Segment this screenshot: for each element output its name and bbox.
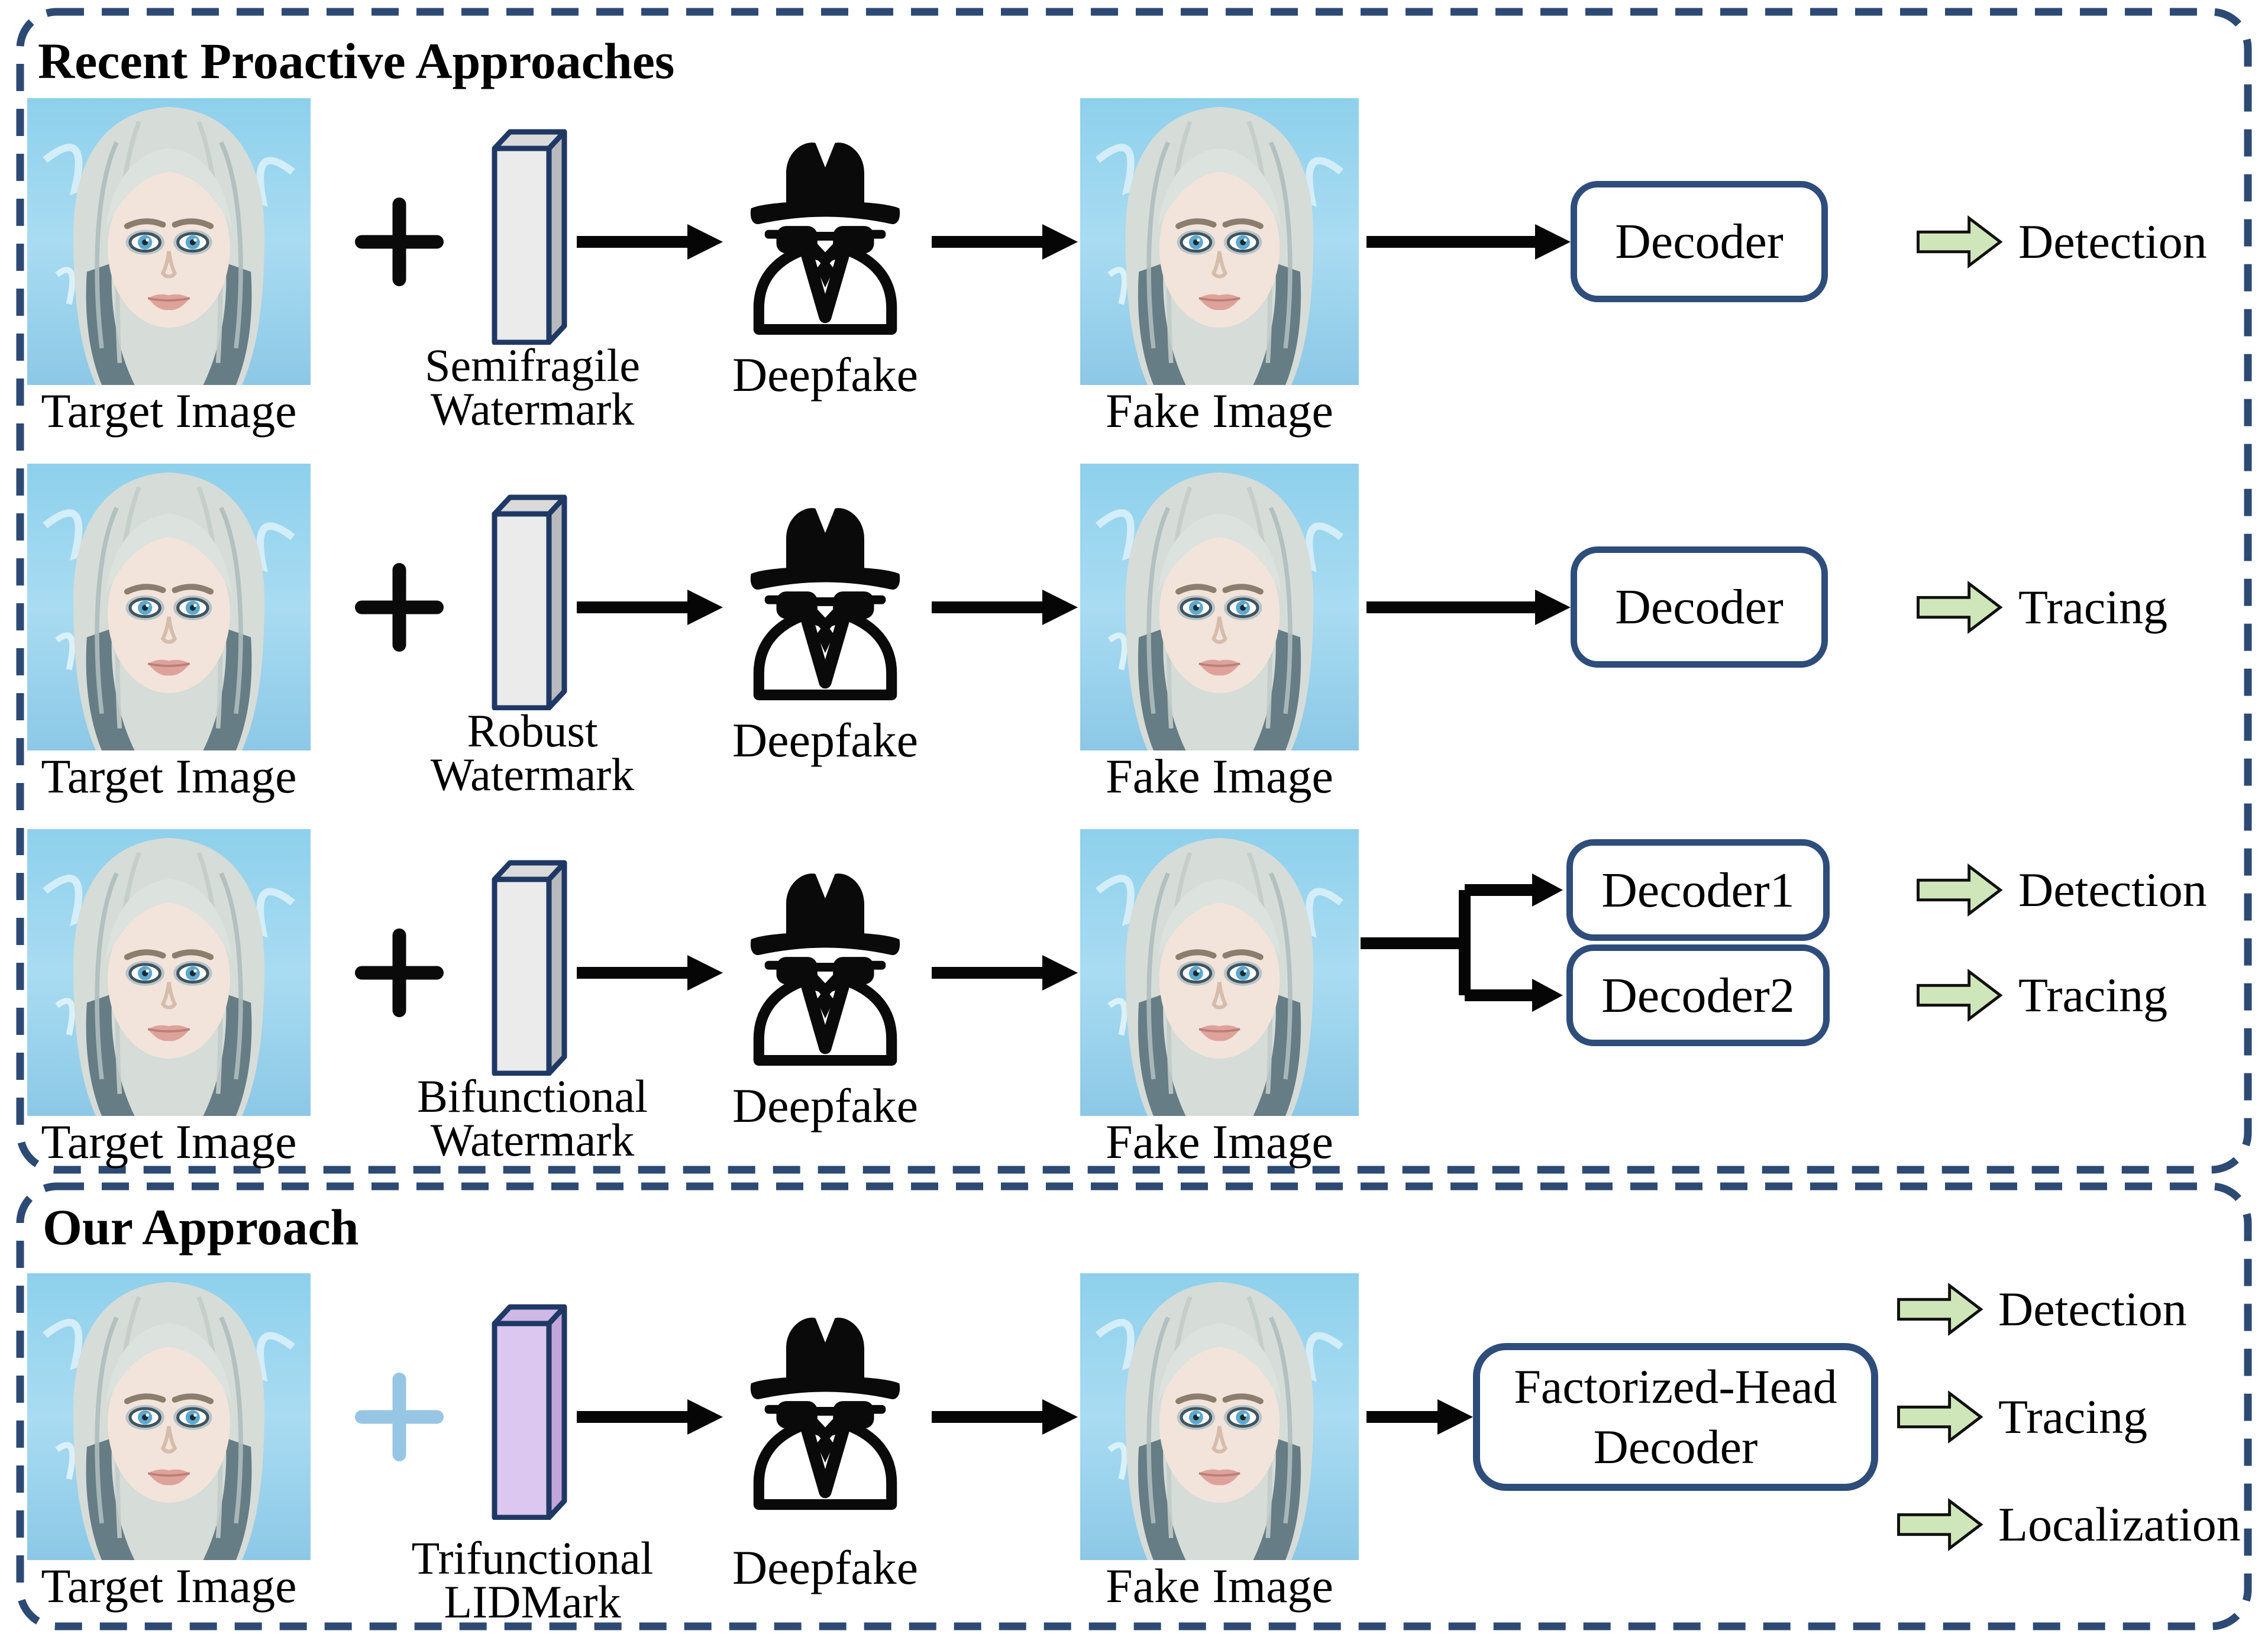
- deepfake-label: Deepfake: [732, 713, 919, 767]
- watermark-bar-icon: [491, 126, 568, 345]
- outcome-arrow-icon: [1896, 1282, 1983, 1337]
- decoder-box: Decoder: [1571, 546, 1828, 668]
- right-arrow-icon: [1366, 1399, 1473, 1435]
- branch-connector: [1361, 873, 1563, 1012]
- outcome-arrow-icon: [1915, 580, 2003, 635]
- plus-icon: [355, 563, 444, 652]
- outcome-arrow-icon: [1915, 863, 2003, 917]
- target-image: [27, 829, 311, 1116]
- fake-image-label: Fake Image: [1106, 749, 1333, 803]
- target-image: [27, 464, 311, 750]
- outcome-label: Localization: [1998, 1497, 2241, 1551]
- right-arrow-icon: [932, 224, 1078, 260]
- factorized-head-decoder-box: Factorized-Head Decoder: [1473, 1343, 1878, 1491]
- outcome-arrow-icon: [1896, 1390, 1983, 1444]
- deepfake-icon: [728, 1303, 923, 1513]
- panel-recent-border: [16, 8, 2252, 1174]
- target-image-label: Target Image: [41, 1115, 297, 1169]
- target-image-label: Target Image: [41, 749, 297, 803]
- plus-icon: [355, 198, 444, 286]
- outcome-arrow-icon: [1915, 215, 2003, 269]
- watermark-bar-icon: [491, 491, 568, 710]
- right-arrow-icon: [1366, 590, 1571, 625]
- watermark-bar-icon: [491, 857, 568, 1076]
- fake-image-label: Fake Image: [1106, 1115, 1333, 1169]
- outcome-label: Detection: [2018, 863, 2207, 917]
- target-image: [27, 98, 311, 385]
- panel-ours-border: [16, 1182, 2252, 1630]
- deepfake-icon: [728, 128, 923, 338]
- deepfake-icon: [728, 859, 923, 1069]
- fake-image-label: Fake Image: [1106, 384, 1333, 438]
- right-arrow-icon: [932, 1399, 1078, 1435]
- watermark-label: Semifragile Watermark: [425, 339, 640, 435]
- fake-image-label: Fake Image: [1106, 1559, 1333, 1613]
- right-arrow-icon: [1366, 224, 1571, 260]
- right-arrow-icon: [932, 955, 1078, 991]
- fake-image: [1080, 98, 1359, 385]
- watermark-label: Robust Watermark: [430, 705, 635, 801]
- decoder-box: Decoder2: [1566, 944, 1830, 1046]
- right-arrow-icon: [932, 590, 1078, 625]
- decoder-box: Decoder1: [1566, 839, 1830, 941]
- section-title-ours: Our Approach: [43, 1199, 359, 1256]
- deepfake-label: Deepfake: [732, 348, 919, 402]
- plus-icon: [355, 928, 444, 1017]
- outcome-label: Tracing: [2018, 968, 2168, 1022]
- fake-image: [1080, 464, 1359, 750]
- right-arrow-icon: [577, 955, 723, 991]
- target-image-label: Target Image: [41, 1559, 297, 1613]
- decoder-box: Decoder: [1571, 181, 1828, 302]
- plus-icon: [355, 1373, 444, 1461]
- deepfake-label: Deepfake: [732, 1079, 919, 1133]
- outcome-label: Detection: [1998, 1282, 2187, 1336]
- deepfake-icon: [728, 494, 923, 704]
- watermark-label: Trifunctional LIDMark: [411, 1532, 654, 1628]
- watermark-label: Bifunctional Watermark: [417, 1070, 648, 1166]
- target-image: [27, 1273, 311, 1560]
- outcome-arrow-icon: [1915, 968, 2003, 1023]
- watermark-bar-icon: [491, 1301, 568, 1520]
- target-image-label: Target Image: [41, 384, 297, 438]
- fake-image: [1080, 829, 1359, 1116]
- fake-image: [1080, 1273, 1359, 1560]
- right-arrow-icon: [577, 1399, 723, 1435]
- outcome-label: Tracing: [2018, 580, 2168, 634]
- outcome-label: Detection: [2018, 215, 2207, 268]
- section-title-recent: Recent Proactive Approaches: [38, 33, 675, 89]
- right-arrow-icon: [577, 590, 723, 625]
- right-arrow-icon: [577, 224, 723, 260]
- outcome-arrow-icon: [1896, 1497, 1983, 1552]
- deepfake-label: Deepfake: [732, 1541, 919, 1594]
- outcome-label: Tracing: [1998, 1390, 2148, 1444]
